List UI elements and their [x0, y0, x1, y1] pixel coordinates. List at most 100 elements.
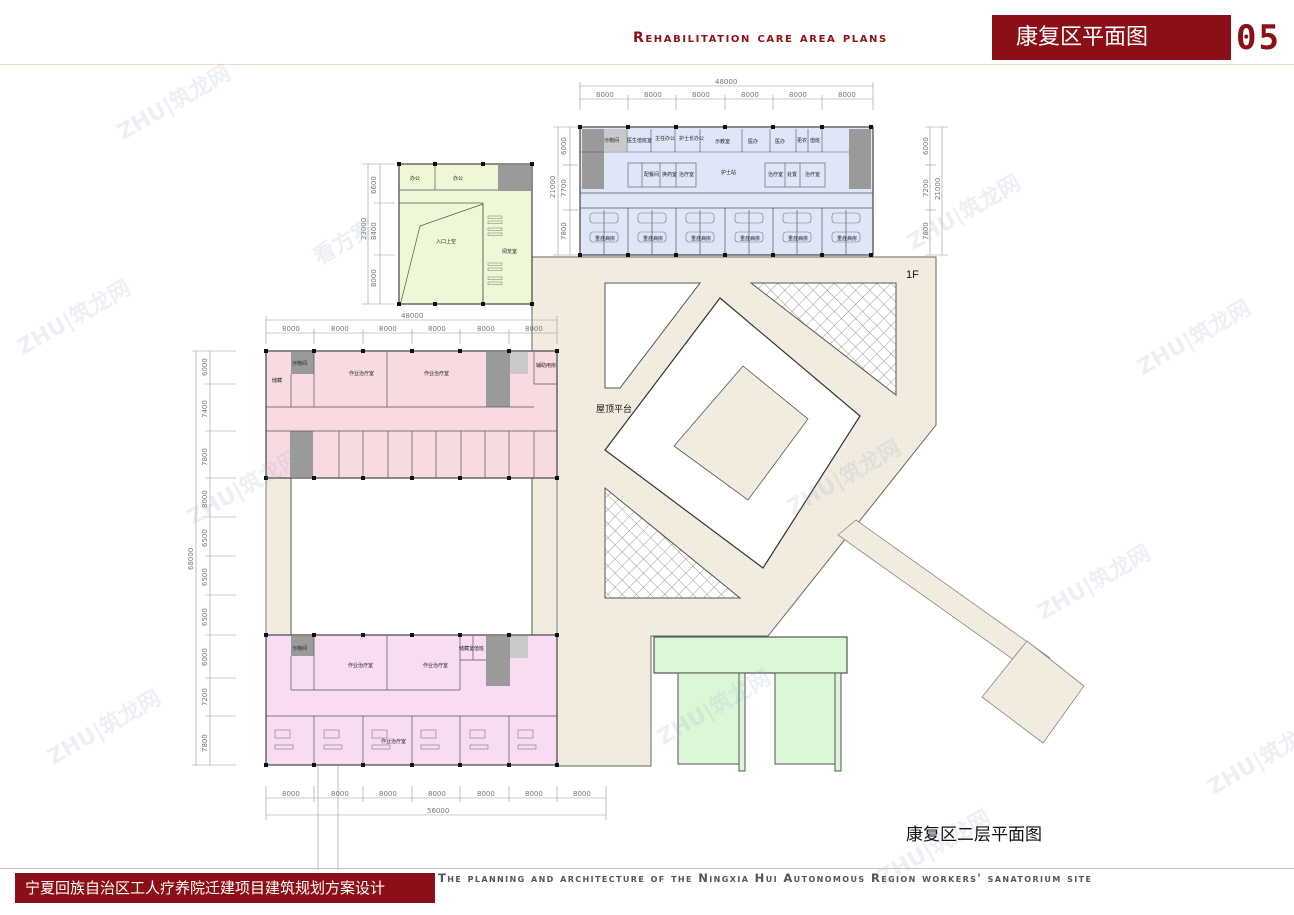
- room-label: 医办: [748, 138, 758, 145]
- central-atrium: [673, 365, 809, 501]
- hatched-skylight-sw: [604, 486, 742, 599]
- header-title-cn-box: 康复区平面图: [992, 15, 1231, 60]
- ward-label: 重症病房: [643, 235, 663, 242]
- dim-label: 6600: [370, 176, 378, 194]
- room-label: 配餐间: [644, 171, 659, 178]
- lobby-block: 办公 办公 入口上空 阅览室: [397, 162, 534, 306]
- room-label: 作业治疗室: [381, 738, 406, 745]
- footer-divider: [0, 868, 1294, 869]
- dim-label: 7400: [201, 400, 209, 418]
- west-upper-block: 储藏 污物间 作业治疗室 作业治疗室 辅助用房: [264, 349, 559, 480]
- room-label: 污物间: [292, 360, 307, 367]
- entrance-canopy: [653, 636, 848, 772]
- room-label: 治疗室: [679, 171, 694, 178]
- header-title-cn: 康复区平面图: [1016, 25, 1149, 50]
- level-tag: 1F: [906, 269, 919, 281]
- dim-label: 7700: [560, 179, 568, 197]
- dim-label: 6000: [922, 137, 930, 155]
- room-label: 治疗室: [805, 171, 820, 178]
- dim-label: 8000: [477, 325, 495, 333]
- room-label: 污物间: [604, 137, 619, 144]
- ward-label: 重症病房: [691, 235, 711, 242]
- dim-label: 8000: [741, 91, 759, 99]
- dim-label: 8000: [379, 325, 397, 333]
- dimension-labels: 48000 8000 8000 8000 8000 8000 8000 6000…: [187, 78, 942, 815]
- dim-label: 8000: [692, 91, 710, 99]
- dim-label: 6000: [201, 648, 209, 666]
- dimension-lines: [192, 82, 948, 870]
- room-label: 护士长办公: [679, 135, 704, 142]
- dim-label: 8000: [525, 325, 543, 333]
- dim-north-total: 48000: [715, 78, 737, 86]
- dim-label: 8400: [370, 222, 378, 240]
- footer-project-en: The planning and architecture of the Nin…: [438, 871, 1093, 885]
- ward-label: 重症病房: [595, 235, 615, 242]
- room-label: 护士站: [721, 169, 736, 176]
- terrace-openings: [604, 282, 897, 599]
- dim-label: 8000: [282, 790, 300, 798]
- dim-label: 7200: [201, 688, 209, 706]
- room-label: 换药室: [662, 171, 677, 178]
- dim-label: 8000: [838, 91, 856, 99]
- dim-label: 6000: [201, 358, 209, 376]
- dim-label: 8000: [477, 790, 495, 798]
- footer-project-cn-box: 宁夏回族自治区工人疗养院迁建项目建筑规划方案设计: [15, 873, 435, 903]
- dim-label: 23000: [360, 218, 368, 240]
- dim-label: 8000: [789, 91, 807, 99]
- dim-label: 8000: [331, 790, 349, 798]
- footer-project-cn: 宁夏回族自治区工人疗养院迁建项目建筑规划方案设计: [25, 879, 386, 897]
- dim-label: 8000: [379, 790, 397, 798]
- dim-label: 8000: [282, 325, 300, 333]
- dim-label: 7800: [201, 448, 209, 466]
- room-label: 储藏: [272, 377, 282, 384]
- page-number: 05: [1236, 18, 1281, 58]
- dim-label: 48000: [401, 312, 423, 320]
- room-label: 阅览室: [502, 248, 517, 255]
- dim-label: 8000: [331, 325, 349, 333]
- room-label: 医办: [775, 138, 785, 145]
- room-label: 储藏室: [459, 645, 474, 652]
- room-label: 办公: [410, 175, 420, 182]
- plan-title: 康复区二层平面图: [906, 825, 1042, 845]
- dim-label: 21000: [549, 176, 557, 198]
- dim-label: 8000: [644, 91, 662, 99]
- room-label: 作业治疗室: [423, 662, 448, 669]
- header-title-en: Rehabilitation care area plans: [633, 30, 888, 46]
- dim-label: 68000: [187, 548, 195, 570]
- ward-label: 重症病房: [788, 235, 808, 242]
- west-lower-block: 污物间 作业治疗室 作业治疗室 储藏室 值班 作业治疗室: [264, 633, 559, 767]
- room-label: 值班: [810, 137, 820, 144]
- room-label: 入口上空: [436, 238, 456, 245]
- dim-label: 6500: [201, 529, 209, 547]
- dim-label: 8000: [596, 91, 614, 99]
- hatched-skylight-ne: [749, 282, 897, 397]
- room-label: 值班: [474, 645, 484, 652]
- room-label: 作业治疗室: [348, 662, 373, 669]
- room-label: 更衣: [797, 137, 807, 144]
- dim-label: 7800: [922, 222, 930, 240]
- dim-label: 6500: [201, 608, 209, 626]
- dim-label: 8000: [428, 790, 446, 798]
- north-ward-block: 污物间 医生值班室 主任办公 护士长办公 示教室 医办 医办 更衣 值班 配餐间…: [578, 125, 874, 257]
- courtyard: [290, 477, 533, 636]
- dim-label: 7800: [560, 222, 568, 240]
- roof-terrace-label: 屋顶平台: [596, 403, 632, 414]
- ward-label: 重症病房: [740, 235, 760, 242]
- room-label: 污物间: [292, 645, 307, 652]
- room-label: 医生值班室: [627, 137, 652, 144]
- room-label: 处置: [787, 171, 797, 178]
- room-label: 示教室: [715, 138, 730, 145]
- dim-label: 6500: [201, 568, 209, 586]
- room-label: 办公: [453, 175, 463, 182]
- room-label: 治疗室: [768, 171, 783, 178]
- dim-label: 56000: [427, 807, 449, 815]
- header-divider: [0, 64, 1294, 65]
- dim-label: 8000: [573, 790, 591, 798]
- ward-label: 重症病房: [837, 235, 857, 242]
- pavilion: [981, 640, 1085, 744]
- dim-label: 8000: [525, 790, 543, 798]
- room-label: 主任办公: [655, 135, 675, 142]
- room-label: 辅助用房: [536, 362, 556, 369]
- dim-label: 8000: [370, 269, 378, 287]
